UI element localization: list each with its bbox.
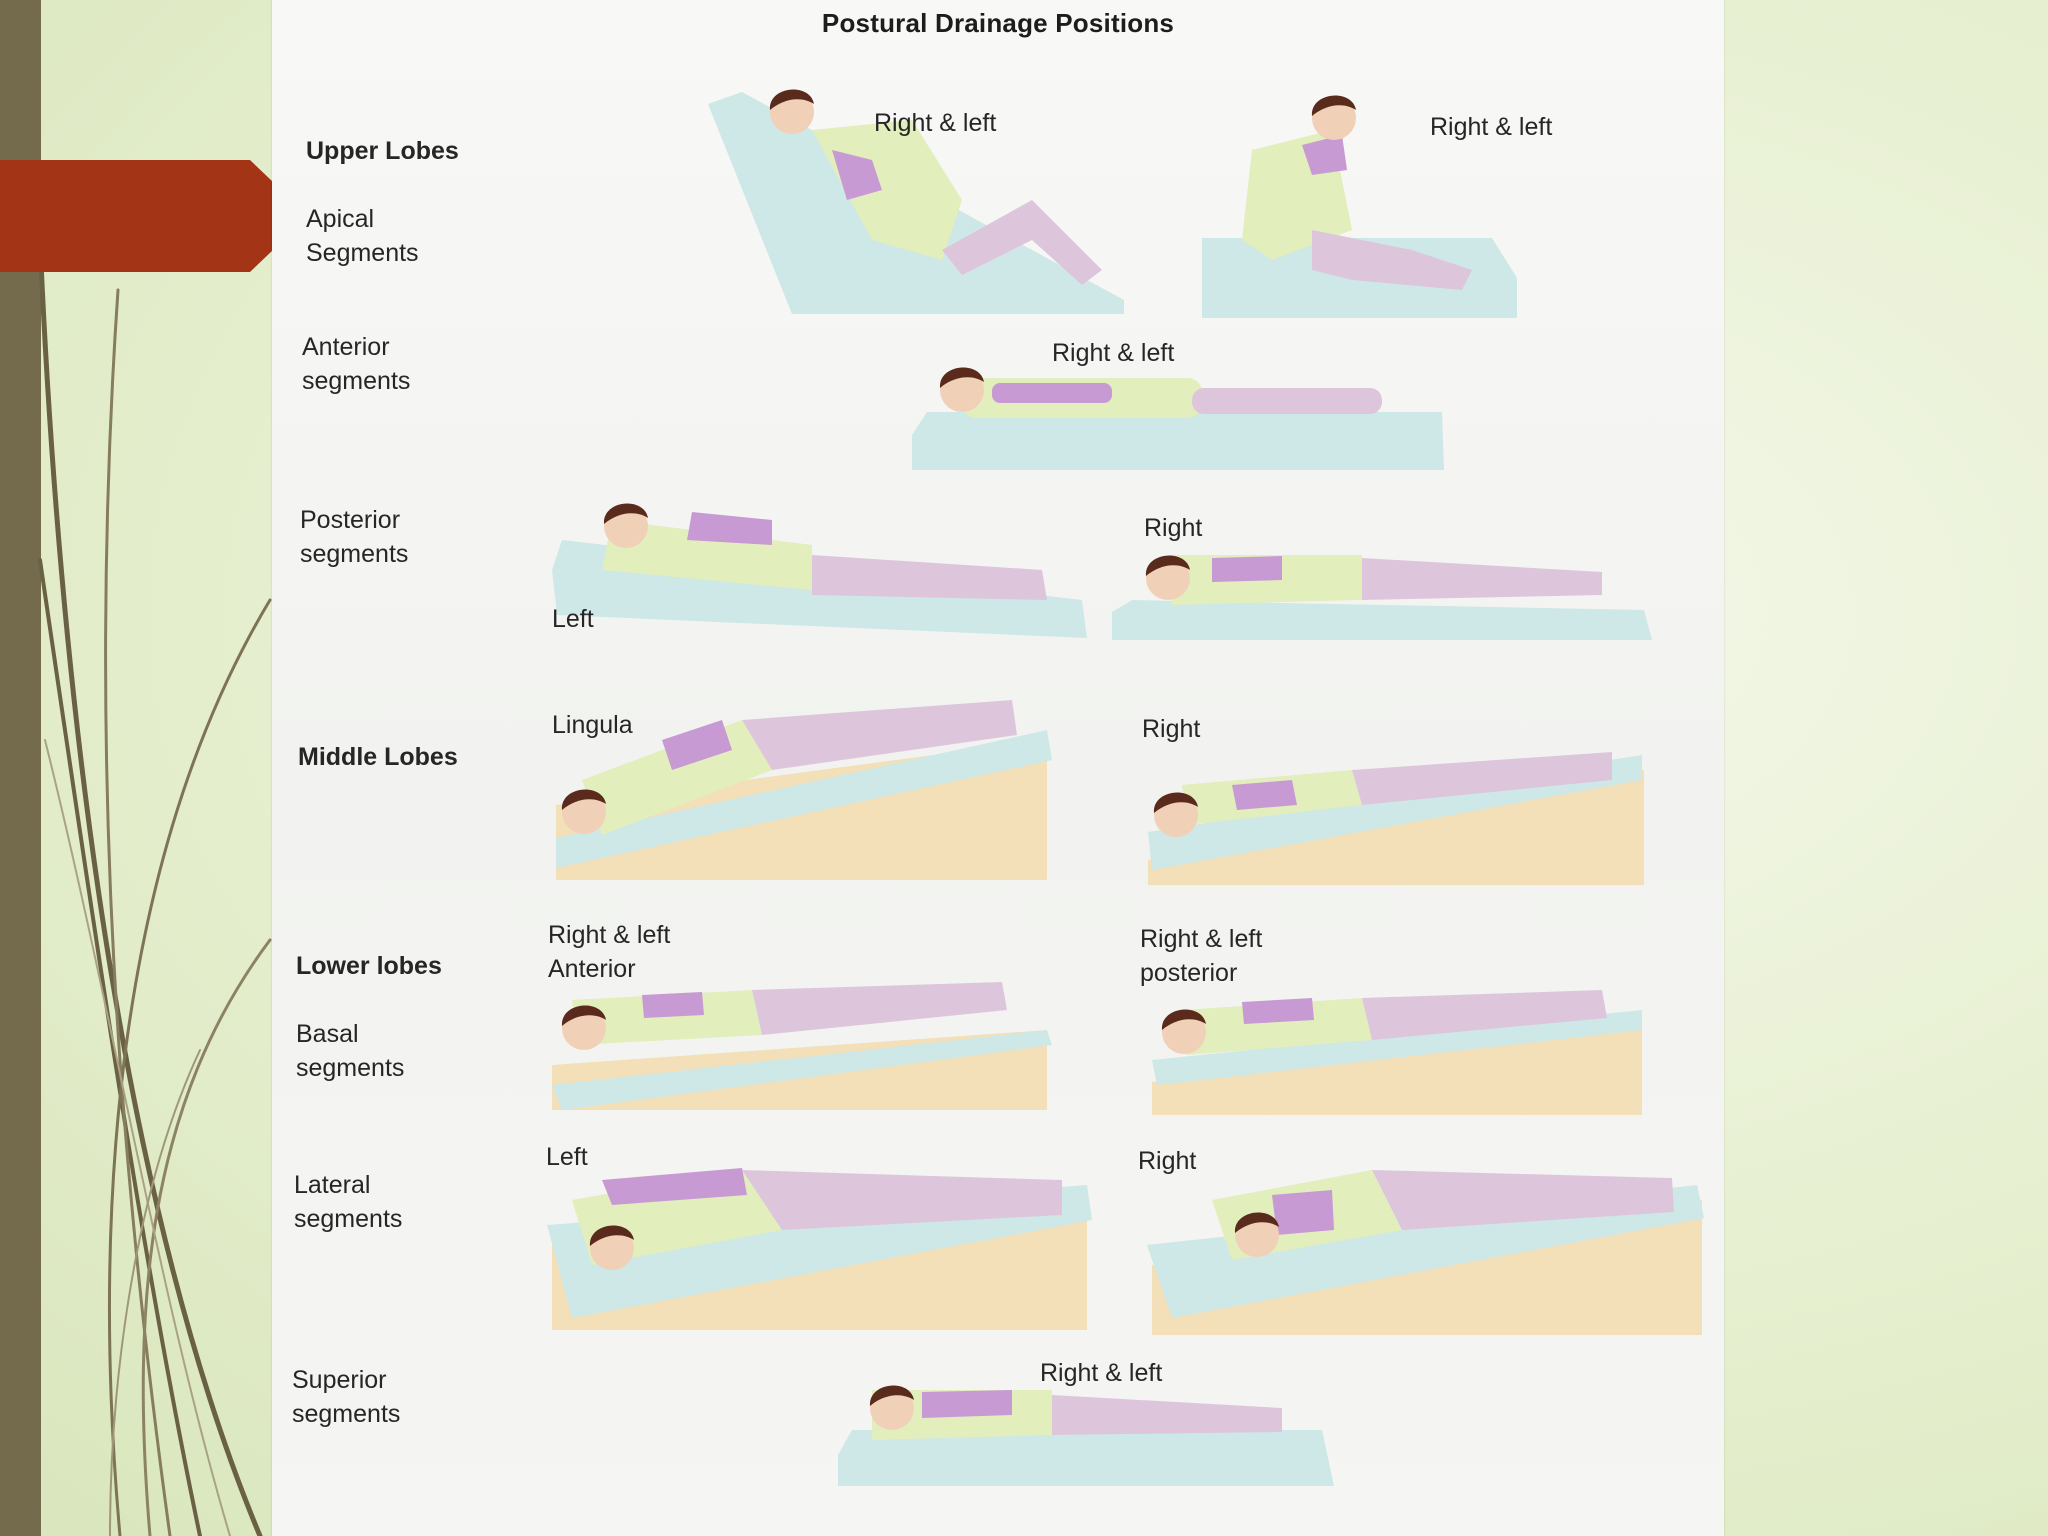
position-label-posterior-left: Left [552,605,594,633]
row-heading: Lower lobes [296,952,442,980]
illustration-apical-reclined [708,89,1124,314]
row-heading: Upper Lobes [306,137,459,165]
illustration-basal-anterior [552,982,1052,1110]
position-label-lateral-right: Right [1138,1147,1197,1175]
row-label-upper-lobes: Upper Lobes Apical Segments [306,100,459,270]
postural-drainage-figure: Postural Drainage Positions [272,0,1724,1536]
illustrations [547,89,1704,1486]
illustration-middle-right [1148,752,1644,885]
position-label-middle-right: Right [1142,715,1201,743]
row-label-middle-lobes: Middle Lobes [298,706,458,808]
position-label-lingula: Lingula [552,711,633,739]
row-subheading: Basal segments [296,1020,405,1082]
accent-tab [0,160,273,272]
row-heading: Middle Lobes [298,743,458,771]
illustration-anterior-supine [912,367,1444,470]
illustration-lateral-right [1147,1170,1704,1335]
illustration-posterior-left [552,503,1087,638]
illustration-lingula [556,700,1052,880]
figure-title: Postural Drainage Positions [821,8,1175,38]
row-subheading: Apical Segments [306,205,419,267]
position-label-anterior: Right & left [1052,339,1175,367]
illustration-basal-posterior [1152,990,1642,1115]
illustration-superior-prone [838,1385,1334,1486]
illustration-lateral-left [547,1168,1092,1330]
row-label-posterior: Posterior segments [300,506,409,568]
position-label-lateral-left: Left [546,1143,588,1171]
decorative-swoosh-lines [37,237,272,1536]
row-label-anterior: Anterior segments [302,333,411,395]
position-label-basal-posterior: Right & left posterior [1140,925,1263,987]
position-label-posterior-right: Right [1144,514,1203,542]
position-label-apical-2: Right & left [1430,113,1553,141]
illustration-apical-sitting [1202,95,1517,318]
row-label-superior: Superior segments [292,1366,401,1428]
row-label-lateral: Lateral segments [294,1171,403,1233]
row-label-lower-lobes: Lower lobes Basal segments [296,915,442,1085]
position-label-apical-1: Right & left [874,109,997,137]
illustration-posterior-right [1112,555,1652,640]
position-label-basal-anterior: Right & left Anterior [548,921,671,983]
position-label-superior: Right & left [1040,1359,1163,1387]
